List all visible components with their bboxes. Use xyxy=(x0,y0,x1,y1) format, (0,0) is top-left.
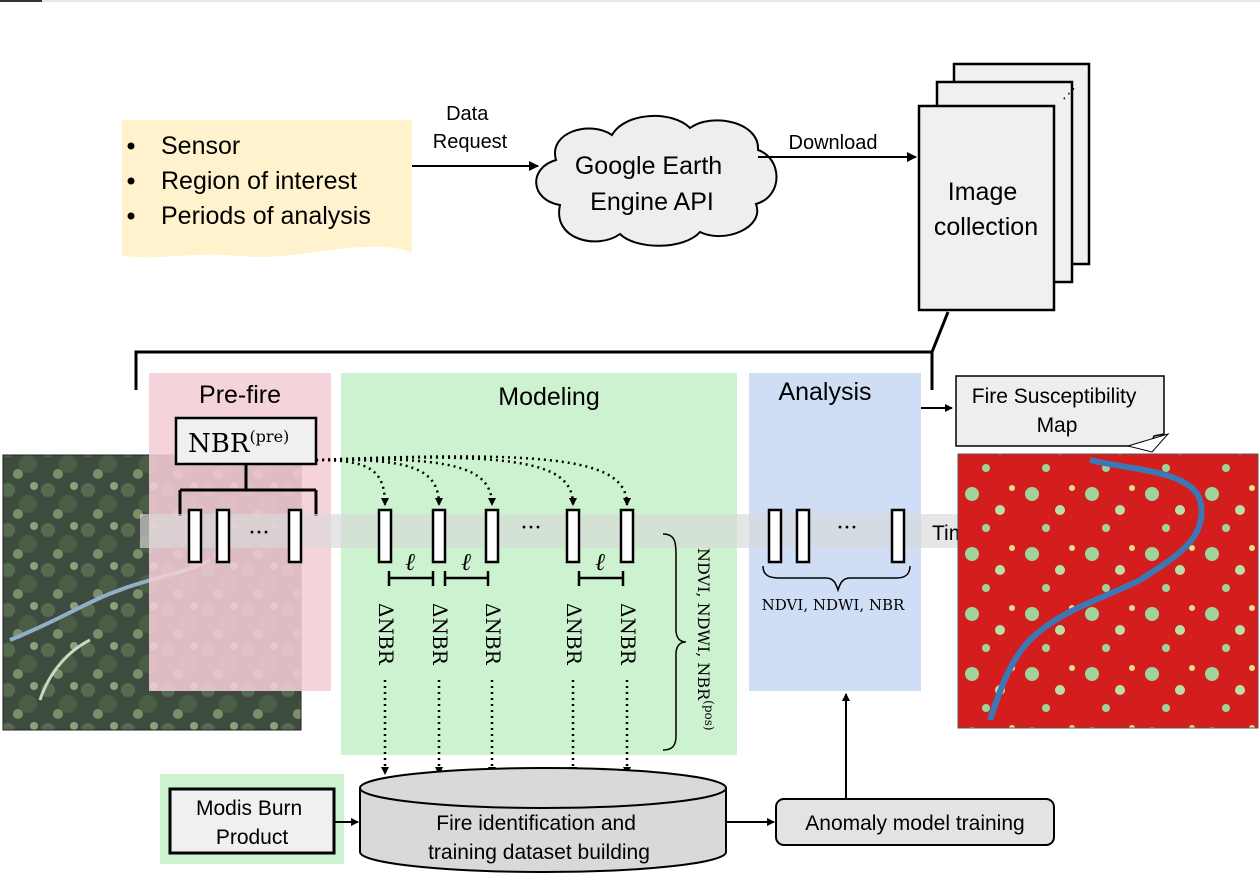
modis-line1: Modis Burn xyxy=(196,797,302,820)
data-request-line2: Request xyxy=(433,131,508,153)
nbr-pre-base: NBR xyxy=(188,429,251,459)
fire-id-line2: training dataset building xyxy=(428,841,650,864)
image-bar xyxy=(767,508,783,564)
prefire-image-bars: ··· xyxy=(187,508,303,564)
lag-label-1: ℓ xyxy=(405,548,415,576)
input-parameters-note: Sensor Region of interest Periods of ana… xyxy=(122,120,412,258)
image-bar xyxy=(377,508,393,564)
gee-cloud: Google Earth Engine API xyxy=(535,115,778,247)
image-bar xyxy=(215,508,231,564)
lag-label-2: ℓ xyxy=(461,548,471,576)
nbr-pre-dotted-links xyxy=(315,455,631,506)
anomaly-label: Anomaly model training xyxy=(805,812,1024,835)
input-item-sensor: Sensor xyxy=(161,132,240,160)
image-bar xyxy=(187,508,203,564)
collection-bracket xyxy=(134,311,950,390)
analysis-indices-label: NDVI, NDWI, NBR xyxy=(762,596,905,614)
pos-indices-sup: (pos) xyxy=(702,700,716,730)
nbr-pre-tree xyxy=(178,464,318,516)
fire-map-line1: Fire Susceptibility xyxy=(972,385,1137,408)
fire-map-note: Fire Susceptibility Map xyxy=(955,375,1170,453)
download-label: Download xyxy=(789,132,878,154)
fire-id-label: Fire identification and training dataset… xyxy=(428,812,650,864)
gee-label: Google Earth Engine API xyxy=(575,152,729,216)
delta-nbr-label-2: ΔNBR xyxy=(428,603,452,666)
fire-map-line2: Map xyxy=(1037,414,1078,437)
pos-indices-label: NDVI, NDWI, NBR(pos) xyxy=(694,548,716,731)
bullet-icon xyxy=(127,212,135,220)
image-bar xyxy=(431,508,447,564)
gee-line1: Google Earth xyxy=(575,152,722,180)
modeling-panel xyxy=(341,373,737,755)
nbr-pre-label: NBR(pre) xyxy=(188,427,289,459)
analysis-image-bars: ··· xyxy=(767,508,906,564)
lag-label-3: ℓ xyxy=(595,548,605,576)
fire-identification-database: Fire identification and training dataset… xyxy=(359,767,727,873)
image-bar xyxy=(484,508,500,564)
input-item-region: Region of interest xyxy=(161,167,357,195)
data-request-label: Data Request xyxy=(433,103,508,153)
prefire-ellipsis: ··· xyxy=(249,521,270,546)
modis-line2: Product xyxy=(216,826,289,849)
modeling-image-bars: ··· xyxy=(377,508,635,564)
delta-nbr-label-3: ΔNBR xyxy=(481,603,505,666)
image-bar xyxy=(795,508,811,564)
image-collection-stack: ⋰ Image collection xyxy=(917,62,1091,312)
gee-line2: Engine API xyxy=(590,188,714,216)
image-collection-line1: Image xyxy=(948,178,1017,206)
input-item-periods: Periods of analysis xyxy=(161,202,371,230)
prefire-title: Pre-fire xyxy=(199,381,281,409)
modeling-title: Modeling xyxy=(498,383,599,411)
nbr-pre-sup: (pre) xyxy=(249,427,289,446)
anomaly-training-box: Anomaly model training xyxy=(775,798,1055,846)
analysis-title: Analysis xyxy=(778,378,871,406)
modis-label: Modis Burn Product xyxy=(196,797,308,849)
image-collection-line2: collection xyxy=(934,213,1038,241)
delta-nbr-label-1: ΔNBR xyxy=(374,603,398,666)
lag-markers xyxy=(387,571,625,586)
bullet-icon xyxy=(127,142,135,150)
image-bar xyxy=(565,508,581,564)
fire-id-line1: Fire identification and xyxy=(436,812,636,835)
image-bar xyxy=(619,508,635,564)
delta-nbr-dotted-links xyxy=(381,680,631,775)
bullet-icon xyxy=(127,177,135,185)
fire-susceptibility-map-image xyxy=(957,453,1259,729)
modis-box: Modis Burn Product xyxy=(168,787,336,855)
pos-indices-brace xyxy=(662,533,687,751)
image-collection-label: Image collection xyxy=(934,178,1038,241)
delta-nbr-labels: ΔNBR ΔNBR ΔNBR ΔNBR ΔNBR xyxy=(374,603,640,666)
analysis-ellipsis: ··· xyxy=(837,516,858,541)
collection-dots: ⋰ xyxy=(1062,86,1076,102)
image-bar xyxy=(890,508,906,564)
analysis-indices-brace xyxy=(762,565,911,593)
note-fold xyxy=(1126,433,1170,453)
modeling-ellipsis: ··· xyxy=(521,516,542,541)
fire-map-label: Fire Susceptibility Map xyxy=(972,385,1142,437)
data-request-line1: Data xyxy=(446,103,489,125)
nbr-pre-box: NBR(pre) xyxy=(174,416,318,466)
pos-indices-base: NDVI, NDWI, NBR xyxy=(694,548,713,701)
delta-nbr-label-5: ΔNBR xyxy=(616,603,640,666)
delta-nbr-label-4: ΔNBR xyxy=(562,603,586,666)
image-bar xyxy=(287,508,303,564)
